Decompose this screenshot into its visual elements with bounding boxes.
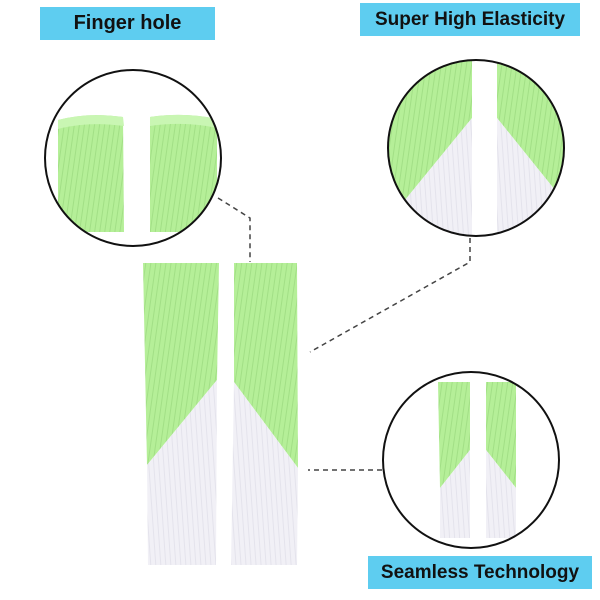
- zoom-circle-elasticity: [387, 59, 565, 237]
- zoom-circle-seamless: [382, 371, 560, 549]
- right-sleeve: [231, 263, 298, 565]
- connector-lines: [217, 197, 471, 471]
- zoom-circle-finger-hole: [44, 69, 222, 247]
- finger-hole-label: Finger hole: [40, 7, 215, 40]
- left-sleeve: [143, 263, 219, 565]
- seamless-label: Seamless Technology: [368, 556, 592, 589]
- sleeve-pair: [143, 263, 298, 565]
- elasticity-label: Super High Elasticity: [360, 3, 580, 36]
